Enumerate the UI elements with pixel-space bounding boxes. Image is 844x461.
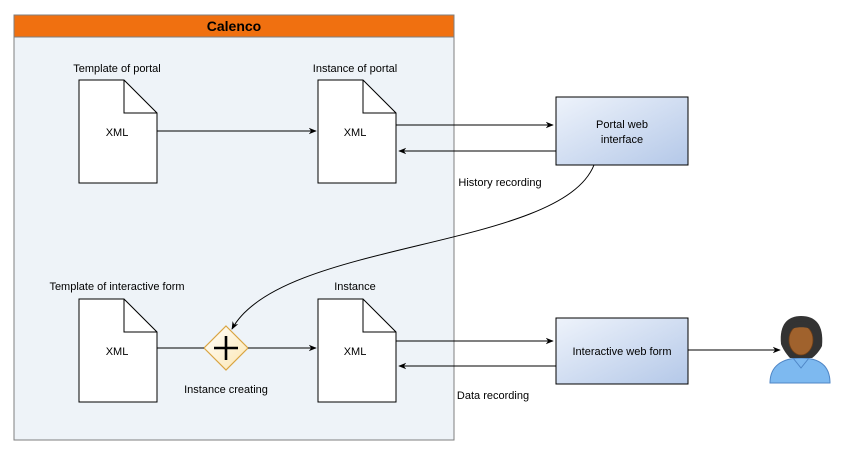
portal-web-interface-box[interactable]: Portal web interface [555, 96, 689, 166]
instance-portal-document[interactable]: Instance of portal XML [313, 63, 397, 184]
document-icon [78, 79, 158, 184]
template-portal-document[interactable]: Template of portal XML [73, 63, 161, 184]
instance-form-document[interactable]: Instance XML [317, 281, 397, 403]
portal-box-line2: interface [601, 134, 643, 146]
document-text: XML [344, 346, 367, 358]
document-text: XML [106, 127, 129, 139]
document-text: XML [106, 346, 129, 358]
document-text: XML [344, 127, 367, 139]
portal-box-line1: Portal web [596, 119, 648, 131]
portal-to-gateway-arrow [231, 164, 595, 330]
gateway-label: Instance creating [184, 384, 268, 396]
instance-form-caption: Instance [334, 281, 376, 293]
history-recording-label: History recording [458, 177, 541, 189]
data-recording-label: Data recording [457, 390, 529, 402]
form-box-label: Interactive web form [572, 346, 671, 358]
user-icon[interactable] [769, 316, 831, 384]
template-form-caption: Template of interactive form [49, 281, 184, 293]
instance-portal-caption: Instance of portal [313, 63, 397, 75]
instance-creating-gateway[interactable]: Instance creating [184, 325, 268, 396]
container-title: Calenco [207, 18, 261, 34]
template-form-document[interactable]: Template of interactive form XML [49, 281, 185, 403]
interactive-web-form-box[interactable]: Interactive web form [555, 317, 689, 385]
document-icon [317, 79, 397, 184]
connectors [157, 121, 781, 370]
document-icon [317, 298, 397, 403]
template-portal-caption: Template of portal [73, 63, 160, 75]
parallel-gateway-icon [203, 325, 249, 371]
document-icon [78, 298, 158, 403]
